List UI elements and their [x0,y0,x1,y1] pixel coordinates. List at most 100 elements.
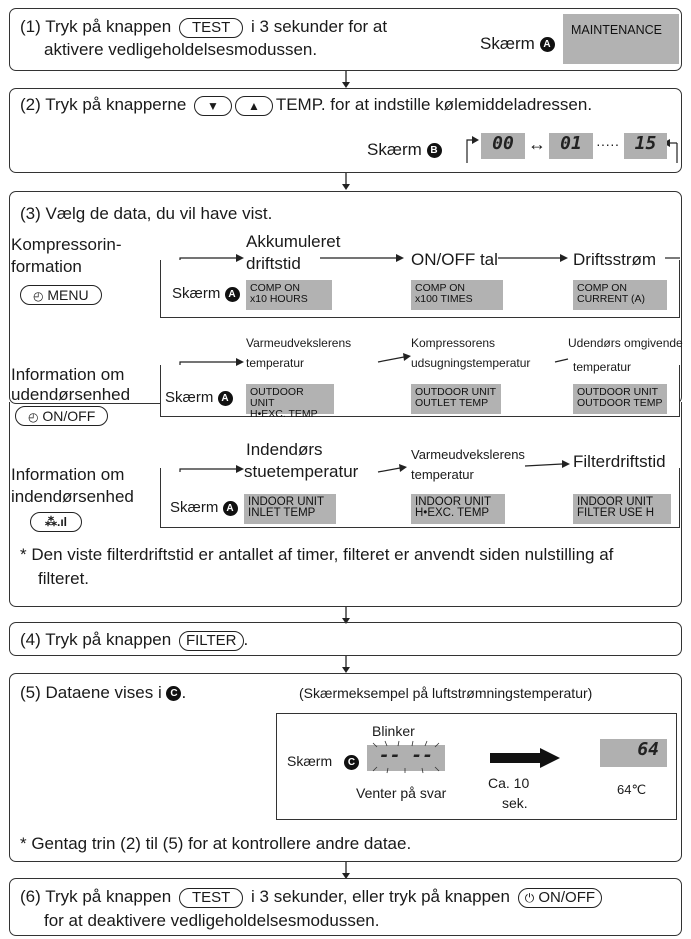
onoff-button[interactable]: ⏻ ON/OFF [517,887,603,908]
marker-a: A [539,37,555,53]
group1-arrows [179,254,680,262]
step1-box [9,8,682,71]
maintenance-display: MAINTENANCE [563,14,679,64]
step6-box [9,878,682,936]
step3-title: (3) Vælg de data, du vil have vist. [20,204,273,223]
step5-screen: Skærm C [287,753,360,770]
approx-time-2: sek. [502,795,528,811]
time-arrow [490,748,560,768]
fan-signal-icon: ⁂.ıl [45,515,68,529]
group-label-compressor-2: formation [11,257,82,276]
example-frame [276,713,677,820]
blink-label: Blinker [372,723,415,739]
marker-b: B [426,143,442,159]
group-label-outdoor-2: udendørsenhed [11,385,131,404]
item-onoff-title: ON/OFF tal [411,250,498,269]
step6-line1: (6) Tryk på knappen TEST i 3 sekunder, e… [20,887,605,908]
temperature-display: 64 [600,739,667,767]
display-outdoor-temp: OUTDOOR UNIT OUTDOOR TEMP [573,384,667,414]
power-icon: ⏻ [524,890,535,905]
step1-line2: aktivere vedligeholdelsesmodussen. [44,40,318,59]
marker-a: A [217,390,233,406]
flow-arrow [342,71,350,88]
display-indoor-inlet: INDOOR UNIT INLET TEMP [244,494,336,524]
group3-arrows [179,460,570,473]
item-accumulated-title: Akkumuleret [246,232,341,251]
marker-a: A [224,286,240,302]
repeat-note: * Gentag trin (2) til (5) for at kontrol… [20,834,412,853]
item-filter-title: Filterdriftstid [573,452,666,471]
item-outlet-title-2: udsugningstemperatur [411,356,531,370]
step2-box [9,88,682,173]
step5-line: (5) Dataene vises i C. [20,683,187,702]
display-comp-hours: COMP ON x10 HOURS [246,280,332,310]
temp-up-button[interactable]: ▲ [234,95,273,116]
waiting-display: -- -- [367,745,445,771]
group-frame-indoor [160,468,680,528]
group2-arrows [179,353,569,366]
screen-label: Skærm A [172,285,240,303]
temp-down-button[interactable]: ▼ [194,95,232,116]
ellipsis: ····· [596,136,620,152]
test-button[interactable]: TEST [178,17,244,38]
waiting-label: Venter på svar [356,785,447,801]
filter-note: * Den viste filterdriftstid er antallet … [20,545,614,564]
cycle-arrow: ↔ [528,134,546,154]
item-outdoor-hex-title-2: temperatur [246,356,305,370]
onoff-timer-button[interactable]: ◴ ON/OFF [15,406,109,426]
item-accumulated-title-2: driftstid [246,254,301,273]
group-label-compressor: Kompressorin- [11,235,122,254]
flow-arrow [342,656,350,673]
item-ambient-title-2: temperatur [573,360,632,374]
filter-note-2: filteret. [38,569,90,588]
menu-button[interactable]: ◴ MENU [20,285,102,305]
test-button[interactable]: TEST [178,887,244,908]
group-label-indoor-2: indendørsenhed [11,487,134,506]
clock-icon: ◴ [33,289,44,303]
step3-box-cont [9,402,682,607]
step2-line1: (2) Tryk på knapperne ▼▲TEMP. for at ind… [20,95,592,116]
item-current-title: Driftsstrøm [573,250,657,269]
clock-icon: ◴ [28,410,39,424]
group-frame-compressor [160,260,680,318]
address-display-01: 01 [549,133,593,159]
item-indoor-room-title-2: stuetemperatur [244,462,359,481]
item-ambient-title: Udendørs omgivende [568,336,683,350]
filter-button[interactable]: FILTER [178,630,244,651]
display-comp-current: COMP ON CURRENT (A) [573,280,667,310]
screen-label: Skærm [367,140,422,159]
marker-c: C [166,686,182,702]
screen-label: Skærm [480,34,535,53]
step1-line1: (1) Tryk på knappen TEST i 3 sekunder fo… [20,17,387,38]
flow-arrow [342,607,350,624]
step1-screen: Skærm A [480,34,555,54]
item-indoor-room-title: Indendørs [246,440,323,459]
example-caption: (Skærmeksempel på luftstrømningstemperat… [299,685,593,701]
marker-a: A [222,500,238,516]
item-outlet-title: Kompressorens [411,336,496,350]
display-outdoor-outlet: OUTDOOR UNIT OUTLET TEMP [411,384,501,414]
step2-text-post: TEMP. for at indstille kølemiddeladresse… [275,95,593,114]
step5-box [9,673,682,862]
address-display-15: 15 [624,133,667,159]
step2-text-pre: (2) Tryk på knapperne [20,95,187,114]
step1-text-post: i 3 sekunder for at [251,17,388,36]
step4-line: (4) Tryk på knappen FILTER. [20,630,249,651]
address-display-00: 00 [481,133,525,159]
marker-c: C [344,754,360,770]
flow-arrow [342,173,350,190]
display-outdoor-hex: OUTDOOR UNIT H•EXC. TEMP [246,384,334,420]
item-indoor-hex-title-2: temperatur [411,467,474,482]
temperature-value: 64℃ [617,782,647,797]
fan-signal-button[interactable]: ⁂.ıl [30,512,83,532]
flow-arrow [342,862,350,879]
group-label-indoor: Information om [11,465,125,484]
screen-label: Skærm A [170,499,238,517]
blink-rays [372,740,440,774]
display-indoor-hex: INDOOR UNIT H•EXC. TEMP [411,494,505,524]
item-indoor-hex-title: Varmeudvekslerens [411,447,525,462]
step4-box [9,622,682,656]
step6-line2: for at deaktivere vedligeholdelsesmoduss… [44,911,380,930]
display-comp-times: COMP ON x100 TIMES [411,280,503,310]
display-filter-use: INDOOR UNIT FILTER USE H [573,494,671,524]
